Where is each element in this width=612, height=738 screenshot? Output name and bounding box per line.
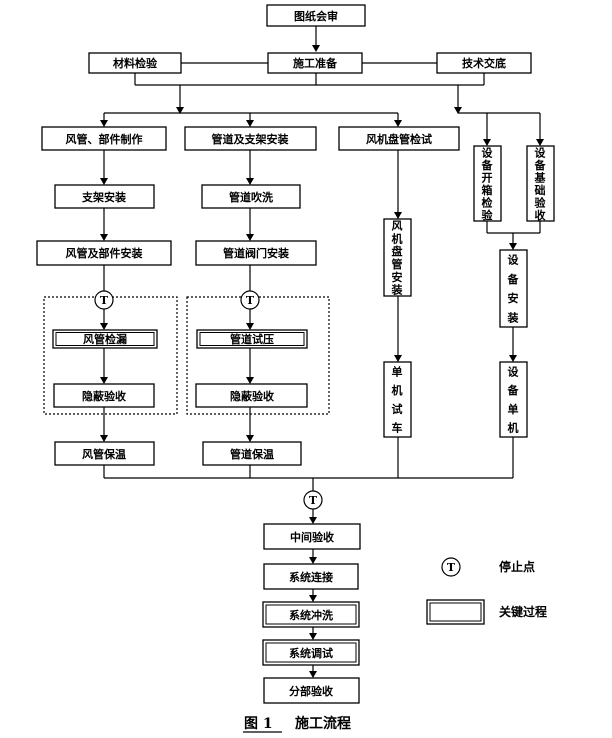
node-label: 技术交底	[462, 56, 506, 70]
svg-text:T: T	[100, 294, 109, 307]
node-label: 设备基础验收	[534, 145, 547, 222]
node-label: 图纸会审	[294, 9, 338, 23]
node-single-test-run: 单机试车	[383, 361, 412, 438]
node-label: 风机盘管安装	[391, 218, 403, 296]
node-hidden-accept-duct: 隐蔽验收	[53, 383, 155, 408]
node-pipe-support-install: 管道及支架安装	[184, 126, 317, 151]
node-fancoil-install: 风机盘管安装	[383, 218, 412, 297]
stop-point-icon: T	[303, 490, 323, 510]
legend-label: 关键过程	[499, 604, 547, 619]
node-midterm-accept: 中间验收	[263, 523, 361, 550]
node-hidden-accept-pipe: 隐蔽验收	[195, 383, 308, 408]
node-bracket-install: 支架安装	[54, 184, 155, 209]
stop-point-icon: T	[240, 290, 260, 310]
dashed-frame-duct	[43, 296, 178, 415]
dashed-frame-pipe	[186, 296, 330, 415]
node-system-debug: 系统调试	[262, 639, 360, 666]
figure-number: 图 1	[244, 716, 273, 732]
node-label: 风管保温	[82, 447, 126, 461]
node-duct-leak-test: 风管检漏	[52, 329, 158, 349]
node-label: 支架安装	[81, 190, 126, 204]
node-system-flush: 系统冲洗	[262, 601, 360, 628]
node-equip-single-run: 设备单机	[499, 361, 528, 438]
node-duct-fabrication: 风管、部件制作	[41, 126, 167, 151]
node-pipe-valve-install: 管道阀门安装	[195, 240, 317, 266]
node-pipe-insulation: 管道保温	[202, 441, 302, 466]
node-label: 施工准备	[293, 56, 338, 70]
node-subproject-accept: 分部验收	[263, 677, 360, 704]
node-label: 风机盘管检试	[366, 132, 432, 146]
node-tech-briefing: 技术交底	[436, 52, 532, 74]
node-equip-foundation: 设备基础验收	[526, 145, 555, 222]
node-label: 系统冲洗	[289, 608, 333, 622]
figure-title: 施工流程	[295, 715, 351, 732]
node-label: 设备安装	[507, 253, 520, 325]
node-label: 风管、部件制作	[66, 132, 143, 146]
node-label: 系统调试	[289, 646, 333, 660]
node-duct-insulation: 风管保温	[54, 441, 155, 466]
node-label: 管道吹洗	[229, 190, 273, 204]
node-drawing-review: 图纸会审	[266, 4, 366, 27]
legend-label: 停止点	[499, 559, 535, 574]
node-pipe-pressure-test: 管道试压	[196, 329, 308, 349]
svg-text:T: T	[309, 494, 318, 507]
node-label: 分部验收	[289, 684, 333, 698]
stop-point-icon: T	[94, 290, 114, 310]
node-label: 风管及部件安装	[66, 246, 143, 260]
node-equip-unpacking: 设备开箱检验	[473, 145, 502, 222]
svg-text:T: T	[447, 561, 456, 574]
node-label: 管道阀门安装	[223, 246, 289, 260]
legend-stop-point: T 停止点	[441, 557, 535, 577]
node-fancoil-inspection: 风机盘管检试	[338, 126, 460, 151]
node-construction-prep: 施工准备	[267, 52, 363, 74]
node-system-connect: 系统连接	[263, 563, 359, 590]
node-label: 隐蔽验收	[230, 389, 274, 403]
node-material-inspection: 材料检验	[88, 52, 182, 74]
node-equip-install: 设备安装	[499, 249, 528, 328]
node-label: 管道试压	[230, 332, 274, 346]
node-label: 管道及支架安装	[212, 132, 289, 146]
node-duct-parts-install: 风管及部件安装	[36, 240, 172, 266]
node-label: 单机试车	[392, 364, 403, 434]
node-pipe-flushing: 管道吹洗	[201, 184, 301, 209]
node-label: 设备开箱检验	[481, 145, 494, 222]
connectors	[100, 26, 544, 678]
node-label: 风管检漏	[83, 332, 127, 346]
stop-point-icon: T	[441, 557, 461, 577]
node-label: 材料检验	[113, 56, 158, 70]
node-label: 系统连接	[289, 570, 333, 584]
node-label: 管道保温	[230, 447, 274, 461]
node-label: 中间验收	[290, 530, 334, 544]
svg-text:T: T	[246, 294, 255, 307]
key-process-box-icon	[426, 599, 485, 625]
node-label: 隐蔽验收	[82, 389, 126, 403]
node-label: 设备单机	[507, 364, 520, 434]
figure-caption: 图 1 施工流程	[243, 715, 351, 733]
legend-key-process: 关键过程	[426, 599, 547, 625]
